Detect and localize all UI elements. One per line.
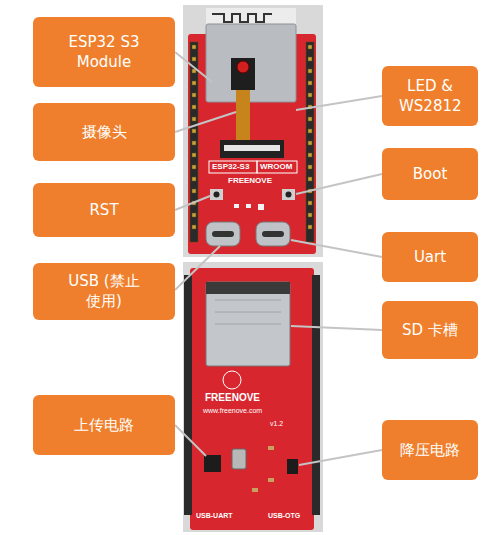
callout-text: ESP32 S3 Module bbox=[63, 32, 145, 73]
callout-box: ESP32 S3 Module bbox=[33, 17, 175, 87]
silkscreen-label: ESP32-S3 bbox=[212, 163, 249, 171]
usb-c-port bbox=[206, 222, 240, 246]
antenna-trace bbox=[212, 14, 272, 22]
button-rst bbox=[210, 189, 223, 200]
button-cap bbox=[214, 192, 220, 198]
usb-uart-chip bbox=[204, 455, 221, 472]
callout-box: USB (禁止使用) bbox=[33, 263, 175, 320]
ws2812 bbox=[258, 204, 264, 210]
camera-body bbox=[231, 58, 255, 90]
callout-box: LED & WS2812 bbox=[382, 66, 478, 126]
photo-ground bbox=[183, 5, 323, 257]
callout-text: SD 卡槽 bbox=[402, 320, 458, 340]
photo-ground bbox=[183, 262, 323, 532]
leader-lines bbox=[175, 52, 382, 465]
callout-text: LED & WS2812 bbox=[399, 76, 461, 117]
usb-c-slot bbox=[212, 231, 234, 237]
callout-text: USB (禁止使用) bbox=[63, 271, 145, 312]
callout-text: Uart bbox=[414, 247, 446, 267]
callout-box: RST bbox=[33, 183, 175, 237]
usb-c-port bbox=[256, 222, 290, 246]
crystal bbox=[232, 449, 246, 469]
fpc-latch bbox=[224, 145, 280, 151]
callout-text: 上传电路 bbox=[74, 415, 134, 435]
button-cap bbox=[286, 192, 292, 198]
sd-slot-mouth bbox=[206, 282, 290, 294]
callout-text: Boot bbox=[413, 164, 448, 184]
sd-slot bbox=[206, 282, 290, 366]
callout-box: 上传电路 bbox=[33, 395, 175, 455]
callout-text: 降压电路 bbox=[400, 440, 460, 460]
capacitor bbox=[252, 488, 258, 492]
callout-box: 摄像头 bbox=[33, 103, 175, 161]
silkscreen-label: FREENOVE bbox=[228, 177, 272, 185]
pin-header-top bbox=[190, 42, 314, 242]
sd-slot-ribs bbox=[215, 300, 281, 324]
logo-mark bbox=[223, 371, 241, 389]
callout-box: 降压电路 bbox=[382, 420, 478, 480]
regulator-chip bbox=[287, 459, 298, 474]
silkscreen-label: USB-UART bbox=[196, 512, 233, 519]
silkscreen-label: FREENOVE bbox=[205, 393, 260, 403]
capacitor bbox=[268, 446, 274, 450]
led bbox=[234, 204, 239, 208]
capacitor bbox=[268, 478, 274, 482]
silkscreen-label: www.freenove.com bbox=[203, 407, 262, 414]
button-boot bbox=[282, 189, 295, 200]
callout-box: Boot bbox=[382, 148, 478, 200]
callout-text: 摄像头 bbox=[82, 122, 127, 142]
fpc-connector bbox=[220, 140, 284, 158]
camera-lens bbox=[237, 61, 249, 73]
camera-ribbon bbox=[236, 90, 250, 142]
silk-box bbox=[257, 161, 297, 173]
led bbox=[246, 204, 251, 208]
pcb-bottom bbox=[190, 268, 314, 530]
callout-box: Uart bbox=[382, 232, 478, 282]
silk-box bbox=[209, 161, 257, 173]
silkscreen-label: USB-OTG bbox=[268, 512, 300, 519]
usb-c-slot bbox=[262, 231, 284, 237]
module-shield bbox=[206, 24, 296, 102]
pin-header-bottom bbox=[184, 275, 320, 515]
callout-box: SD 卡槽 bbox=[382, 301, 478, 359]
silkscreen-label: WROOM bbox=[260, 163, 292, 171]
callout-text: RST bbox=[89, 200, 118, 220]
silkscreen-label: v1.2 bbox=[270, 420, 283, 427]
